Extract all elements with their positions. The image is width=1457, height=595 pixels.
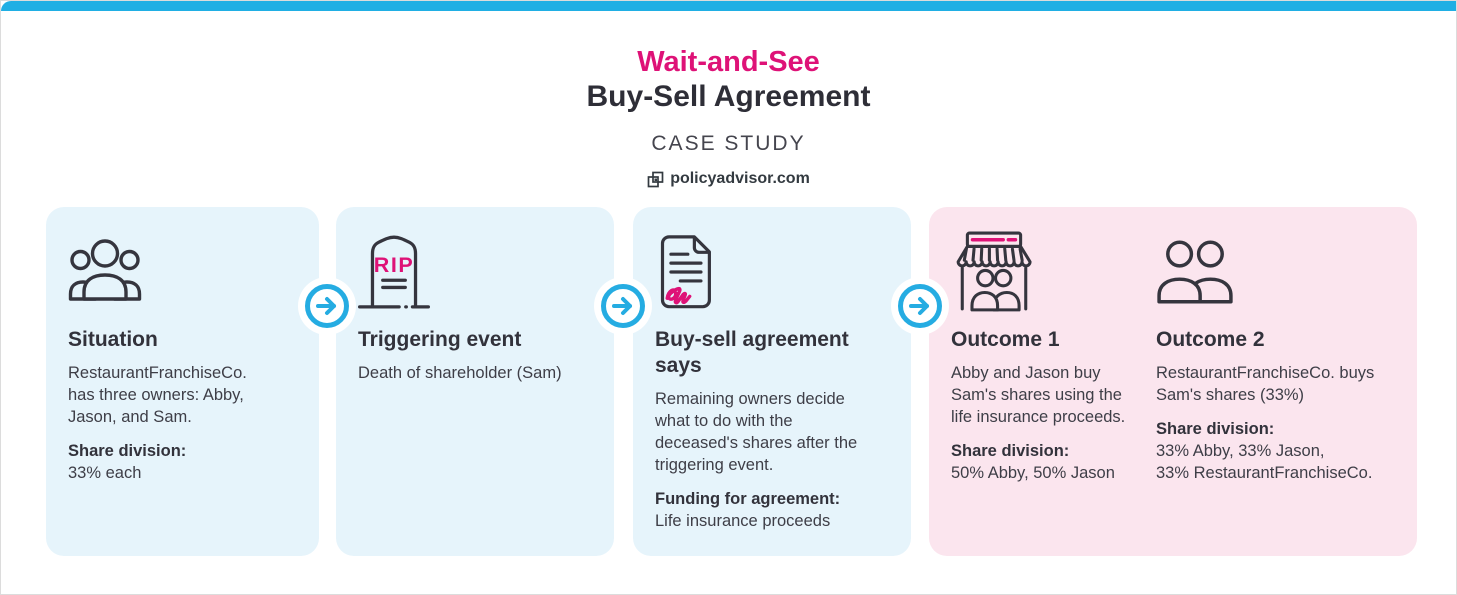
rip-text: RIP xyxy=(374,253,414,277)
share-division-value: 33% Abby, 33% Jason, 33% RestaurantFranc… xyxy=(1156,442,1373,482)
outcome-2-body: RestaurantFranchiseCo. buys Sam's shares… xyxy=(1156,364,1375,404)
outcome-1-body: Abby and Jason buy Sam's shares using th… xyxy=(951,364,1126,426)
card-situation-body: RestaurantFranchiseCo. has three owners:… xyxy=(68,364,247,426)
outcome-1-heading: Outcome 1 xyxy=(951,328,1060,351)
share-division-label: Share division: xyxy=(951,442,1070,460)
outcome-2-share-division: Share division: 33% Abby, 33% Jason, 33%… xyxy=(1156,418,1406,484)
card-agreement-says: Buy-sell agreement says Remaining owners… xyxy=(633,207,911,556)
policyadvisor-logo-icon xyxy=(647,171,664,187)
card-trigger-icon-box: RIP xyxy=(358,233,592,327)
brand-row: policyadvisor.com xyxy=(647,170,810,188)
card-situation-share-division: Share division: 33% each xyxy=(68,440,297,484)
header: Wait-and-See Buy-Sell Agreement CASE STU… xyxy=(1,45,1456,193)
share-division-label: Share division: xyxy=(1156,420,1275,438)
top-accent-bar xyxy=(1,1,1456,11)
arrow-step-2-to-3 xyxy=(601,284,645,328)
card-agreement-heading: Buy-sell agreement says xyxy=(655,328,849,377)
two-people-icon xyxy=(1157,240,1233,304)
arrow-step-3-to-outcomes xyxy=(898,284,942,328)
people-group-icon xyxy=(68,239,142,301)
card-triggering-event: RIP Triggering event Death of shareholde… xyxy=(336,207,614,556)
card-situation: Situation RestaurantFranchiseCo. has thr… xyxy=(46,207,319,556)
tombstone-rip-icon: RIP xyxy=(358,235,430,309)
share-division-value: 33% each xyxy=(68,464,142,482)
signature-squiggle xyxy=(665,286,692,305)
outcome-2-heading: Outcome 2 xyxy=(1156,328,1265,351)
right-arrow-icon xyxy=(612,297,632,315)
signed-document-icon xyxy=(660,235,711,309)
card-agreement-body: Remaining owners decide what to do with … xyxy=(655,390,858,474)
card-trigger-body: Death of shareholder (Sam) xyxy=(358,364,562,382)
outcome-2-icon-box xyxy=(1156,233,1406,327)
brand-url: policyadvisor.com xyxy=(670,170,810,187)
outcome-1: Outcome 1 Abby and Jason buy Sam's share… xyxy=(951,231,1141,484)
card-trigger-heading: Triggering event xyxy=(358,328,522,351)
outcome-1-share-division: Share division: 50% Abby, 50% Jason xyxy=(951,440,1141,484)
card-situation-icon-box xyxy=(68,233,297,327)
storefront-icon xyxy=(956,231,1032,312)
share-division-label: Share division: xyxy=(68,442,187,460)
right-arrow-icon xyxy=(316,297,336,315)
right-arrow-icon xyxy=(909,297,929,315)
arrow-step-1-to-2 xyxy=(305,284,349,328)
card-agreement-icon-box xyxy=(655,233,889,327)
card-outcomes: Outcome 1 Abby and Jason buy Sam's share… xyxy=(929,207,1417,556)
card-situation-heading: Situation xyxy=(68,328,158,351)
outcome-1-icon-box xyxy=(951,231,1141,327)
outcome-2: Outcome 2 RestaurantFranchiseCo. buys Sa… xyxy=(1156,233,1406,484)
funding-label: Funding for agreement: xyxy=(655,490,841,508)
page-title-main: Buy-Sell Agreement xyxy=(586,80,871,113)
card-agreement-funding: Funding for agreement: Life insurance pr… xyxy=(655,488,889,532)
share-division-value: 50% Abby, 50% Jason xyxy=(951,464,1115,482)
funding-value: Life insurance proceeds xyxy=(655,512,831,530)
page-title-accent: Wait-and-See xyxy=(637,46,820,78)
page-subtitle: CASE STUDY xyxy=(651,132,806,155)
